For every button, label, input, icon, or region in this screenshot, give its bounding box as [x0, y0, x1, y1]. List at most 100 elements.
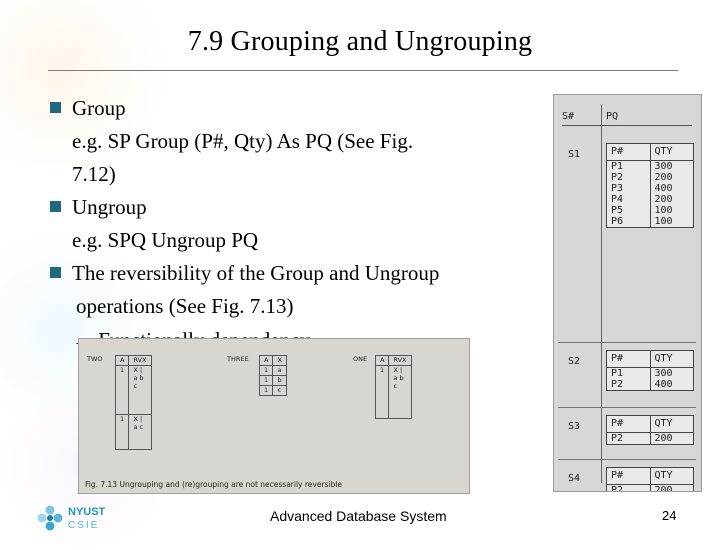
fig712-header-s: S#	[562, 111, 575, 122]
column-header: P#	[607, 144, 651, 160]
fig712-header-pq: PQ	[606, 111, 619, 122]
column-header: X	[272, 355, 287, 366]
nested-header: P#QTY	[607, 416, 693, 433]
table-cell: 200	[654, 172, 673, 183]
relation-name: THREE	[227, 355, 249, 363]
bullet-square-icon	[50, 102, 61, 113]
table-cell: P2	[607, 172, 651, 183]
table-cell: P4	[607, 194, 651, 205]
column-header: RVX	[388, 355, 412, 366]
footer-text: Advanced Database System	[270, 508, 447, 524]
nested-header: P#QTY	[607, 468, 693, 485]
fig712-divider	[601, 105, 602, 483]
column-header: A	[114, 355, 130, 366]
column-header: A	[374, 355, 390, 366]
table-cell: 400	[654, 379, 673, 390]
slide-title: 7.9 Grouping and Ungrouping	[187, 26, 533, 57]
table-cell: X | a b c	[388, 365, 412, 419]
table-cell: 200	[654, 194, 673, 205]
column-header: QTY	[654, 146, 673, 157]
table-cell: c	[272, 385, 287, 396]
table-cell: 100	[654, 205, 673, 216]
table-cell: P3	[607, 183, 651, 194]
nested-header: P#QTY	[607, 351, 693, 368]
table-cell: 1	[114, 365, 130, 415]
supplier-label: S4	[568, 473, 581, 484]
nested-header: P#QTY	[607, 144, 693, 161]
table-cell: 1	[374, 365, 390, 419]
bullet-subline: e.g. SP Group (P#, Qty) As PQ (See Fig.	[72, 129, 414, 153]
supplier-label: S2	[568, 356, 581, 367]
column-header: QTY	[654, 353, 673, 364]
bullet-item: Group	[50, 92, 520, 125]
bullet-list: Group e.g. SP Group (P#, Qty) As PQ (See…	[50, 92, 520, 323]
group-separator	[558, 459, 696, 460]
table-cell: X | a b c	[128, 365, 152, 415]
table-cell: b	[272, 375, 287, 386]
column-header: A	[258, 355, 274, 366]
bullet-square-icon	[50, 267, 61, 278]
university-logo: NYUST CSIE	[36, 504, 126, 536]
column-header: P#	[607, 468, 651, 484]
supplier-label: S1	[568, 149, 581, 160]
column-header: QTY	[654, 470, 673, 481]
bullet-item: The reversibility of the Group and Ungro…	[50, 257, 520, 290]
table-cell: 300	[654, 161, 673, 172]
figure-caption: Fig. 7.13 Ungrouping and (re)grouping ar…	[85, 480, 343, 489]
table-cell: 400	[654, 183, 673, 194]
relation-name: ONE	[353, 355, 368, 363]
table-cell: P1	[607, 368, 651, 379]
table-cell: 1	[258, 365, 274, 376]
bullet-subline: 7.12)	[72, 162, 116, 186]
table-cell: P2	[607, 379, 651, 390]
table-cell: P1	[607, 161, 651, 172]
logo-text: NYUST	[68, 506, 106, 518]
title-divider	[48, 70, 678, 71]
logo-subtext: CSIE	[68, 520, 100, 531]
page-number: 24	[662, 508, 677, 523]
column-header: P#	[607, 351, 651, 367]
table-cell: 100	[654, 216, 673, 227]
table-cell: 1	[258, 375, 274, 386]
group-separator	[558, 407, 696, 408]
bullet-square-icon	[50, 201, 61, 212]
table-cell: a	[272, 365, 287, 376]
bullet-item: Ungroup	[50, 191, 520, 224]
relation-name: TWO	[87, 355, 103, 363]
column-header: RVX	[128, 355, 152, 366]
table-cell: X | a c	[128, 414, 152, 450]
table-cell: 200	[654, 485, 673, 492]
table-cell: P5	[607, 205, 651, 216]
table-cell: 1	[258, 385, 274, 396]
column-header: QTY	[654, 418, 673, 429]
table-cell: 1	[114, 414, 130, 450]
table-cell: P6	[607, 216, 651, 227]
column-header: P#	[607, 416, 651, 432]
table-cell: P2	[607, 485, 651, 491]
flower-icon	[37, 505, 63, 531]
fig712-header	[562, 107, 692, 126]
nested-table: P#QTYP2200P4300P5400	[606, 467, 694, 492]
table-cell: 300	[654, 368, 673, 379]
bullet-subline: operations (See Fig. 7.13)	[76, 294, 294, 318]
supplier-label: S3	[568, 421, 581, 432]
table-cell: P2	[607, 433, 651, 444]
